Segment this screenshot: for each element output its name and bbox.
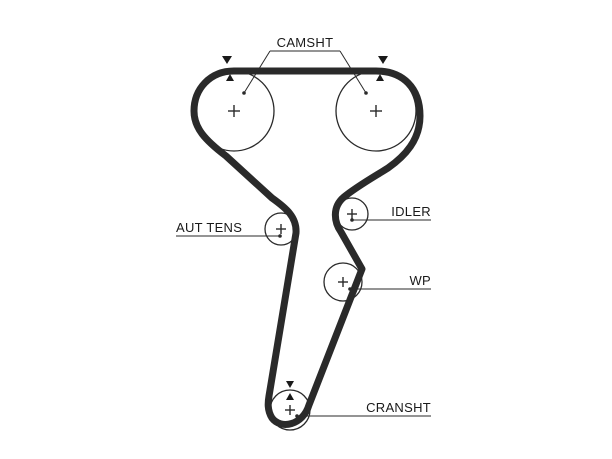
camshaft-leader-right [339, 50, 367, 94]
water-pump-leader-dot [348, 287, 352, 291]
water-pump-label: WP [409, 273, 431, 288]
crankshaft-label: CRANSHT [366, 400, 431, 415]
timing-belt [190, 67, 424, 428]
idler-center-mark [347, 209, 357, 219]
camshaft-left-timing-arrow [222, 56, 232, 64]
aut-tens-label: AUT TENS [176, 220, 242, 235]
aut-tens-center-mark [276, 224, 286, 234]
aut-tens-leader-dot [278, 234, 282, 238]
camshaft-right-leader-dot [364, 91, 368, 95]
idler-label: IDLER [391, 204, 431, 219]
camshaft-left-leader-dot [242, 91, 246, 95]
crankshaft-center-mark [285, 405, 295, 415]
camshaft-left-timing-mark [226, 74, 234, 81]
camshaft-right-timing-mark [376, 74, 384, 81]
crankshaft-timing-mark [286, 393, 294, 400]
camshaft-left-center-mark [228, 105, 240, 117]
camshaft-leader-left [243, 50, 271, 94]
camshaft-right-timing-arrow [378, 56, 388, 64]
crankshaft-timing-arrow [286, 381, 294, 388]
camshaft-right-center-mark [370, 105, 382, 117]
camshaft-label: CAMSHT [277, 35, 334, 50]
crankshaft-leader-dot [295, 414, 299, 418]
water-pump-center-mark [338, 277, 348, 287]
idler-leader-dot [350, 218, 354, 222]
